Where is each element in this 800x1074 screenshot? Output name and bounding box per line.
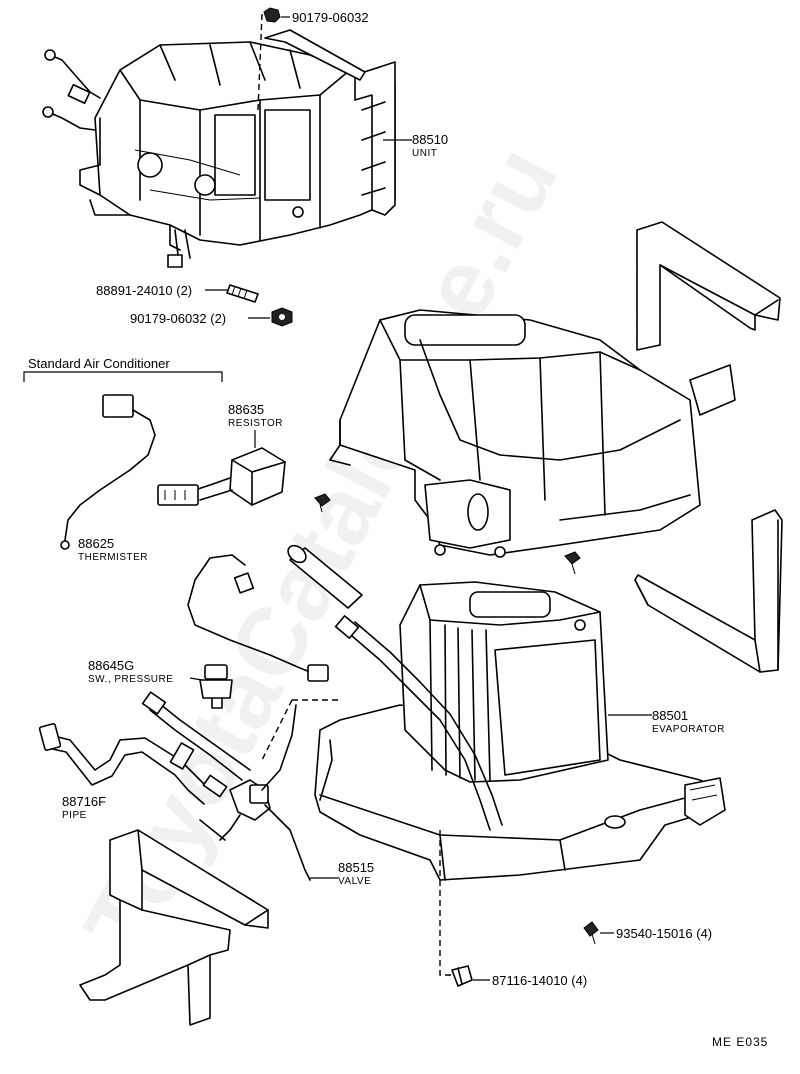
screw-icon-2 [564,551,581,575]
lower-case-drawing [314,704,726,881]
evaporator-pipe [334,615,503,831]
valve-drawing [141,691,311,881]
pipe-drawing [38,722,211,805]
pressure-switch-wiring [187,554,329,682]
nut-icon-top [263,7,281,23]
screw-icon-93540 [583,921,599,945]
part-label-88716f: 88716F [62,794,106,809]
part-name-sw-pressure: SW., PRESSURE [88,674,173,685]
pressure-switch-drawing [199,664,233,709]
part-name-resistor: RESISTOR [228,418,283,429]
part-label-93540-15016: 93540-15016 (4) [616,926,712,941]
part-name-valve: VALVE [338,876,371,887]
part-label-88635: 88635 [228,402,264,417]
part-label-90179-06032-2: 90179-06032 (2) [130,311,226,326]
nut-icon [271,307,293,327]
part-label-88515: 88515 [338,860,374,875]
reference-code: ME E035 [712,1035,768,1049]
part-label-88501: 88501 [652,708,688,723]
part-label-88891-24010: 88891-24010 (2) [96,283,192,298]
screw-icon [314,493,331,513]
clip-icon-87116 [451,965,473,987]
part-name-evaporator: EVAPORATOR [652,724,725,735]
bolt-icon [226,284,259,303]
part-label-88625: 88625 [78,536,114,551]
drain-tube-drawing [287,544,363,609]
evaporator-drawing [399,581,609,783]
resistor-drawing [157,447,286,506]
part-label-87116-14010: 87116-14010 (4) [492,973,587,988]
part-name-pipe: PIPE [62,810,87,821]
part-name-unit: UNIT [412,148,437,159]
part-label-90179-06032: 90179-06032 [292,10,369,25]
group-bracket [23,371,223,382]
frame-bar-right [634,509,783,673]
thermister-drawing [60,394,156,550]
frame-bar-lower-left [79,829,269,1026]
upper-case-drawing [329,309,736,558]
unit-assembly-drawing [42,29,396,268]
frame-bar-upper-right [636,221,781,351]
part-name-thermister: THERMISTER [78,552,148,563]
group-label-standard-air-conditioner: Standard Air Conditioner [28,356,170,371]
part-label-88510: 88510 [412,132,448,147]
part-label-88645g: 88645G [88,658,134,673]
